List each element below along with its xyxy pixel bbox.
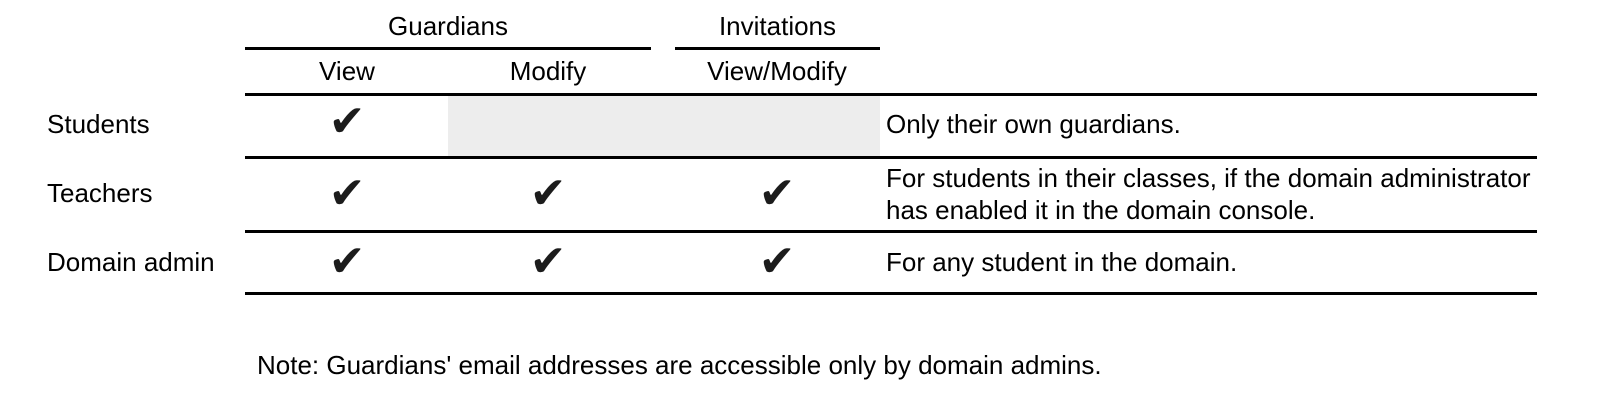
row-rule [245,230,1537,233]
check-icon: ✔ [758,169,796,218]
check-icon: ✔ [758,237,796,286]
column-group-header-invitations: Invitations [718,11,837,41]
column-header-view: View [319,56,375,86]
footnote: Note: Guardians' email addresses are acc… [257,350,1102,380]
invitations-group-underline [675,47,880,50]
column-header-view-modify: View/Modify [707,56,847,86]
row-description-domain-admin: For any student in the domain. [886,247,1238,277]
check-icon: ✔ [328,169,366,218]
table-bottom-rule [245,292,1537,295]
row-description-teachers: For students in their classes, if the do… [886,163,1531,225]
check-icon: ✔ [529,237,567,286]
row-rule [245,156,1537,159]
check-icon: ✔ [328,237,366,286]
row-description-students: Only their own guardians. [886,109,1181,139]
column-header-modify: Modify [509,56,587,86]
column-group-header-guardians: Guardians [388,11,508,41]
students-no-access-shaded-cell [448,96,880,156]
check-icon: ✔ [529,169,567,218]
row-label-domain-admin: Domain admin [47,247,215,277]
row-label-students: Students [47,109,150,139]
guardians-group-underline [245,47,651,50]
header-rule [245,93,1537,96]
check-icon: ✔ [328,97,366,146]
row-label-teachers: Teachers [47,178,153,208]
